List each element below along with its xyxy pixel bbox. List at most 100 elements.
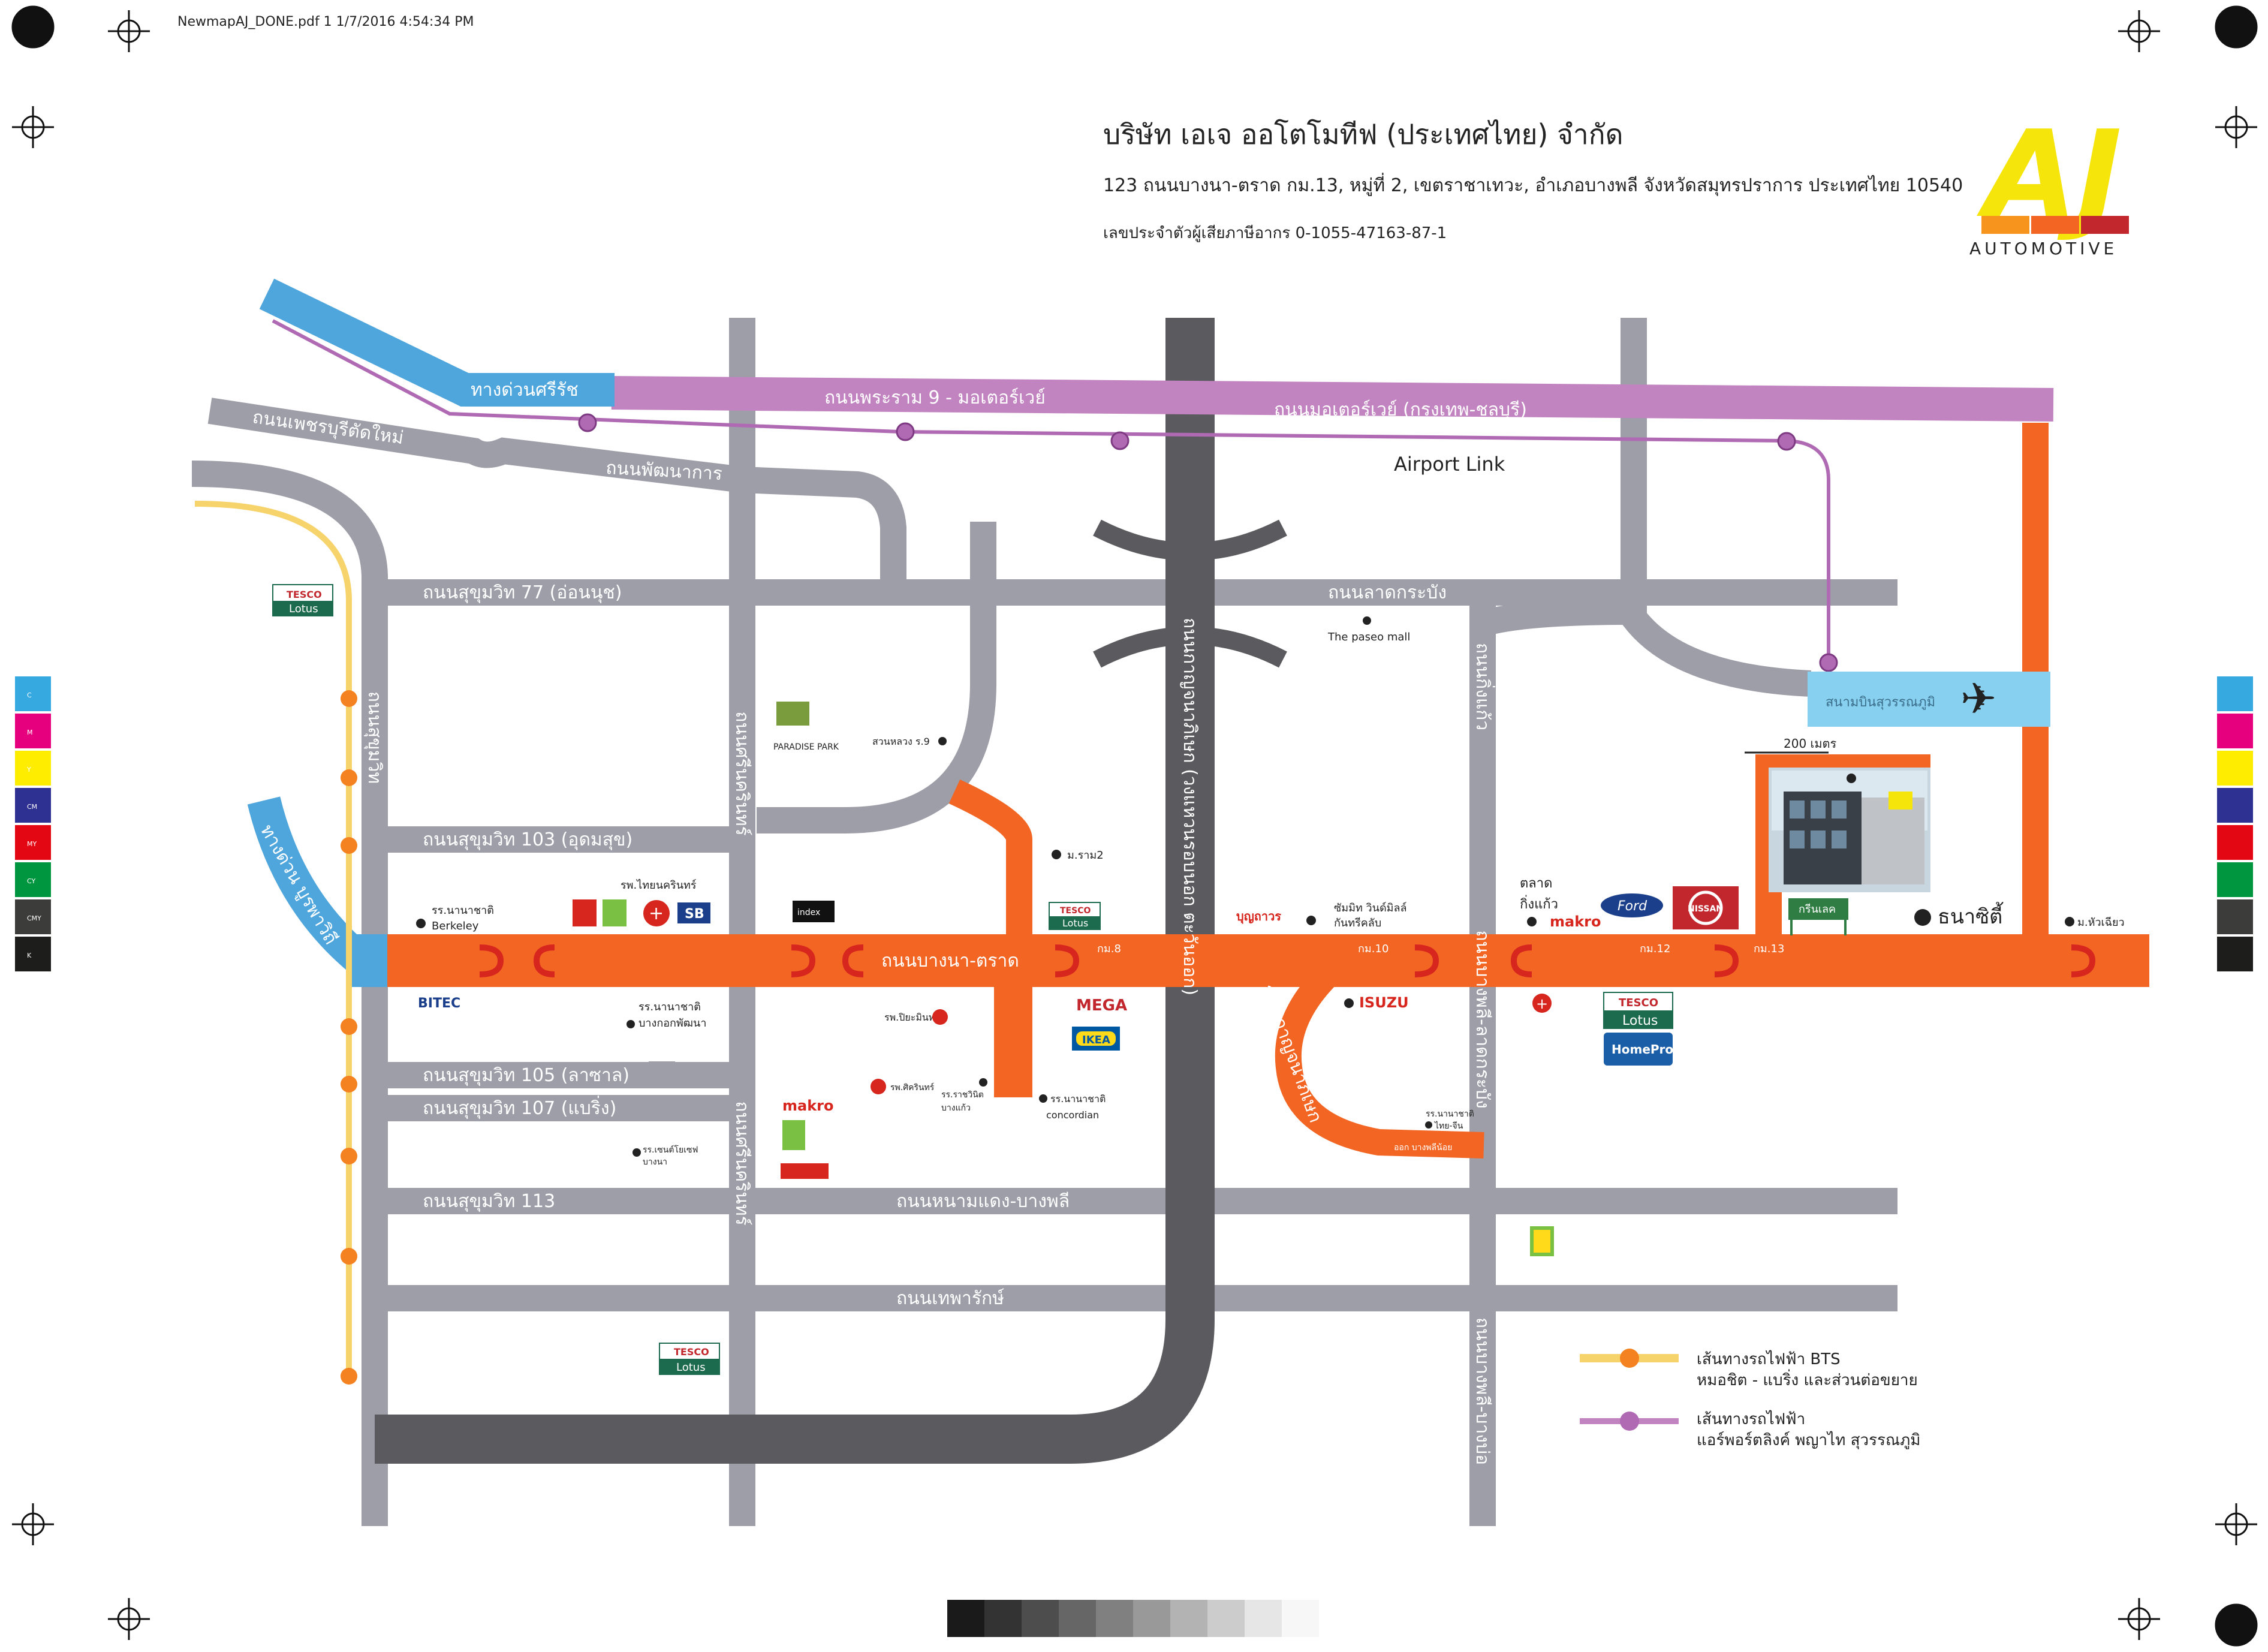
color-swatch (15, 899, 51, 934)
color-swatch (2217, 788, 2253, 823)
dhanasiri-label: ธนาซิตี้ (1938, 902, 2004, 929)
summit-windmill: ซัมมิท วินด์มิลล์ กันทรีคลับ (1306, 902, 1407, 929)
legend-bts-2: หมอชิต - แบริ่ง และส่วนต่อขยาย (1697, 1369, 1918, 1389)
concordian-label-1: รร.นานาชาติ (1050, 1093, 1106, 1105)
berkeley-th-label: รร.นานาชาติ (432, 904, 494, 917)
sikarin-label: รพ.ศิครินทร์ (890, 1082, 935, 1093)
tesco-lotus-2: TESCO Lotus (1049, 902, 1101, 930)
label-bangphli-latkrabang: ถนนบางพลี-ลาดกระบัง (1472, 930, 1493, 1109)
stjoseph-label-2: บางนา (643, 1157, 667, 1167)
suan-luang: สวนหลวง ร.9 (872, 736, 947, 747)
label-phetchaburi: ถนนเพชรบุรีตัดใหม่ (251, 407, 405, 449)
label-bangna-trad: ถนนบางนา-ตราด (881, 950, 1019, 971)
label-srinakarin-2: ถนนศรีนครินทร์ (731, 1101, 752, 1225)
label-si-rat: ทางด่วนศรีรัช (471, 380, 579, 401)
isuzu-label: ISUZU (1359, 994, 1409, 1011)
summit-label-2: กันทรีคลับ (1334, 917, 1381, 929)
si-rat-expressway (247, 278, 615, 987)
company-tax-id: เลขประจำตัวผู้เสียภาษีอากร 0-1055-47163-… (1103, 224, 1447, 242)
tesco-lotus-1: TESCO Lotus (272, 584, 333, 616)
gray-swatch (1133, 1600, 1170, 1637)
ikea-label: IKEA (1082, 1034, 1110, 1046)
file-header: NewmapAJ_DONE.pdf 1 1/7/2016 4:54:34 PM (177, 14, 474, 29)
gray-swatch (1207, 1600, 1245, 1637)
u-turn-markers (479, 944, 2096, 977)
label-kanchana: ถนนกาญจนาภิเษก (วงแหวนรอบนอก ตะวันออก) (1179, 618, 1200, 995)
srinakarin-hospital: รพ.ศิครินทร์ (871, 1079, 935, 1094)
isuzu: ISUZU (1344, 994, 1409, 1011)
airport-link-stations (578, 413, 1838, 672)
tesco-lotus-3: TESCO Lotus (1603, 992, 1673, 1029)
color-swatch (2217, 862, 2253, 897)
king-kaeo-market: ตลาด กิ่งแก้ว (1520, 876, 1558, 926)
bts-line (194, 501, 357, 1385)
bitec: BITEC (418, 996, 460, 1011)
lotus-3-label: Lotus (1622, 1013, 1658, 1028)
airport-label: สนามบินสุวรรณภูมิ (1826, 695, 1935, 710)
color-bar-right (2217, 676, 2253, 971)
gray-swatch (1059, 1600, 1096, 1637)
aj-logo-sub: AUTOMOTIVE (1969, 239, 2118, 258)
label-expressway-bangna: ทางด่วน บูรพาวิถี (256, 821, 342, 948)
market-label-1: ตลาด (1520, 876, 1552, 891)
legend-arl-2: แอร์พอร์ตลิงค์ พญาไท สุวรรณภูมิ (1697, 1431, 1920, 1449)
color-swatch-label: M (27, 729, 33, 736)
sb-label: SB (685, 907, 704, 922)
lotus-4-label: Lotus (676, 1361, 706, 1374)
company-name: บริษัท เอเจ ออโตโมทีฟ (ประเทศไทย) จำกัด (1103, 118, 1624, 151)
bitec-label: BITEC (418, 996, 460, 1011)
bangphli-exit-label: ออก บางพลีน้อย (1394, 1143, 1452, 1153)
label-km8: กม.8 (1097, 943, 1121, 955)
index-label: index (797, 908, 820, 917)
label-airport-link: Airport Link (1394, 453, 1505, 476)
legend-bts-1: เส้นทางรถไฟฟ้า BTS (1697, 1350, 1841, 1368)
gray-swatch (984, 1600, 1022, 1637)
market-label-2: กิ่งแก้ว (1520, 895, 1558, 912)
tesco-4-label: TESCO (674, 1346, 709, 1358)
suvarnabhumi-airport: สนามบินสุวรรณภูมิ ✈ (1808, 672, 2050, 727)
mrama2-label: ม.ราม2 (1067, 849, 1104, 862)
boonthavorn: บุญถาวร (1236, 909, 1281, 924)
m-ram2: ม.ราม2 (1052, 849, 1104, 862)
bangphli-noi-exit: ออก บางพลีน้อย (1394, 1143, 1452, 1153)
tesco-1-label: TESCO (287, 589, 322, 600)
color-swatch-label: CY (27, 877, 35, 885)
label-nam-daeng: ถนนหนามแดง-บางพลี (896, 1191, 1070, 1212)
tesco-lotus-4: TESCO Lotus (659, 1343, 720, 1375)
label-theparak: ถนนเทพารักษ์ (896, 1288, 1004, 1309)
label-km13: กม.13 (1754, 943, 1784, 955)
lotus-2-label: Lotus (1062, 917, 1088, 929)
label-km12: กม.12 (1640, 943, 1670, 955)
hua-chiew-university: ม.หัวเฉียว (2065, 916, 2125, 929)
patana-label-1: รร.นานาชาติ (638, 1001, 701, 1013)
gray-swatch (1282, 1600, 1319, 1637)
gray-swatch (1170, 1600, 1207, 1637)
color-swatch (2217, 751, 2253, 786)
hospital-cross-icon: + (649, 903, 664, 924)
thainakarin-hospital: รพ.ไทยนครินทร์ + SB (573, 878, 710, 926)
index-living-mall: index (793, 901, 835, 922)
color-swatch (15, 862, 51, 897)
mega-label: MEGA (1076, 997, 1127, 1015)
piyamin-label: รพ.ปิยะมินทร์ (884, 1012, 940, 1023)
lotus-1-label: Lotus (289, 603, 318, 615)
color-swatch (2217, 825, 2253, 860)
mega-bangna: MEGA (1076, 997, 1127, 1015)
thai-chinese-label-1: รร.นานาชาติ (1426, 1109, 1474, 1119)
piyamin-hospital: รพ.ปิยะมินทร์ (884, 1009, 948, 1025)
color-swatch-label: K (27, 952, 32, 959)
thai-chinese-school: รร.นานาชาติ ไทย-จีน (1425, 1109, 1474, 1131)
label-km10: กม.10 (1358, 943, 1388, 955)
color-swatch-label: C (27, 691, 32, 699)
st-joseph-school: รร.เซนต์โยเซฟ บางนา (632, 1145, 698, 1167)
rachawinit-school: รร.ราชวินิต บางแก้ว (941, 1078, 987, 1113)
label-motorway: ถนนมอเตอร์เวย์ (กรุงเทพ-ชลบุรี) (1274, 399, 1527, 421)
concordian-school: รร.นานาชาติ concordian (1039, 1093, 1106, 1121)
thainakarin-label: รพ.ไทยนครินทร์ (621, 878, 697, 892)
color-swatch-label: CM (27, 803, 37, 811)
paradise-park: PARADISE PARK (773, 702, 839, 752)
makro-1-label: makro (782, 1097, 834, 1114)
